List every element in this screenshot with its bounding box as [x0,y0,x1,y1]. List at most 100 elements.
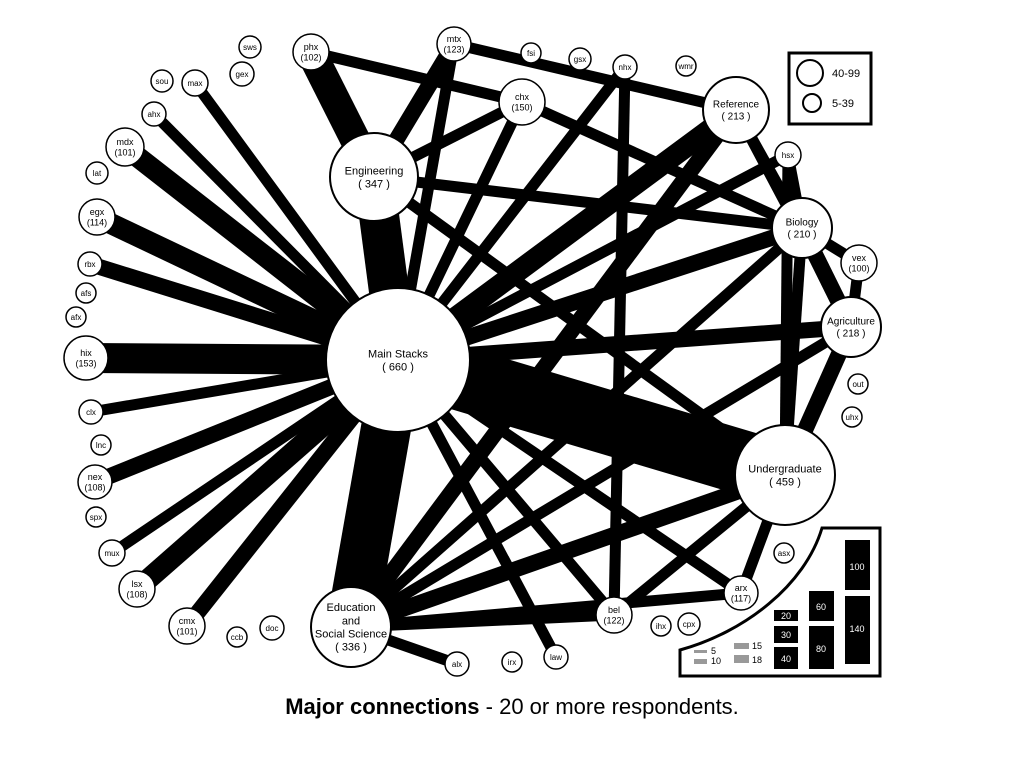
node-afs: afs [75,282,97,304]
node-circle-nhx [612,54,638,80]
node-ahx: ahx [141,101,167,127]
node-circle-chx [498,78,546,126]
node-label-biology-1: ( 210 ) [788,230,817,241]
node-label-spx: spx [90,513,102,522]
node-circle-arx [723,575,759,611]
node-ihx: ihx [650,615,672,637]
node-label-education: Education [327,602,376,614]
node-circle-cmx [168,607,206,645]
node-label-education-3: ( 336 ) [335,642,367,654]
node-label-main-1: ( 660 ) [382,361,414,373]
node-phx: phx(102) [292,33,330,71]
nodes-layer: Main Stacks( 660 ) Engineering( 347 ) Unde… [63,26,882,677]
edge-weight-legend: 5 10 15 18 20 30 40 60 80 100 140 [678,526,882,678]
node-label-fsi: fsi [527,49,535,58]
size-legend-large-circle [796,59,824,87]
node-label-lsx-1: (108) [126,590,147,600]
node-label-arx-1: (117) [731,594,751,604]
node-circle-wmr [675,55,697,77]
node-arx: arx(117) [723,575,759,611]
node-circle-sou [150,69,174,93]
caption-rest: - 20 or more respondents. [479,694,739,719]
node-label-cpx: cpx [683,620,695,629]
node-label-mux: mux [104,549,119,558]
node-circle-mdx [105,127,145,167]
node-label-main: Main Stacks [368,348,428,360]
node-circle-afx [65,306,87,328]
node-law: law [543,644,569,670]
node-circle-engineering [329,132,419,222]
node-circle-nex [77,464,113,500]
edge-engineering-biology [373,171,803,234]
node-egx: egx(114) [78,198,116,236]
size-legend-small-label: 5-39 [832,98,854,110]
node-asx: asx [773,542,795,564]
node-label-education-1: and [342,615,360,627]
node-circle-irx [501,651,523,673]
edge-education-arx [350,587,742,633]
node-label-bel-1: (122) [603,616,624,626]
node-label-gex: gex [236,70,249,79]
node-circle-reference [702,76,770,144]
node-label-lnc: lnc [96,441,106,450]
node-agriculture: Agriculture( 218 ) [820,296,882,358]
node-label-egx: egx [90,207,105,217]
node-circle-vex [840,244,878,282]
node-label-engineering-1: ( 347 ) [358,178,390,190]
node-sou: sou [150,69,174,93]
node-uhx: uhx [841,406,863,428]
node-circle-hsx [774,141,802,169]
node-label-agriculture-1: ( 218 ) [837,329,866,340]
weight-legend-bar-100-label: 100 [849,562,864,572]
node-label-education-2: Social Science [315,629,387,641]
node-circle-biology [771,197,833,259]
edge-undergrad-education [348,467,788,635]
node-label-nex-1: (108) [84,483,105,493]
node-hix: hix(153) [63,335,109,381]
node-label-hsx: hsx [782,151,794,160]
node-undergrad: Undergraduate( 459 ) [734,424,836,526]
node-label-uhx: uhx [846,413,859,422]
node-cpx: cpx [677,612,701,636]
node-circle-phx [292,33,330,71]
node-circle-agriculture [820,296,882,358]
node-engineering: Engineering( 347 ) [329,132,419,222]
node-label-phx-1: (102) [300,53,321,63]
node-circle-ccb [226,626,248,648]
node-circle-egx [78,198,116,236]
node-sws: sws [238,35,262,59]
node-circle-gsx [568,47,592,71]
edge-chx-biology [519,96,805,234]
node-mtx: mtx(123) [436,26,472,62]
size-legend-small-circle [802,93,822,113]
weight-legend-bar-140 [845,596,870,664]
node-circle-education [310,586,392,668]
node-main: Main Stacks( 660 ) [325,287,471,433]
node-circle-hix [63,335,109,381]
node-circle-main [325,287,471,433]
edge-biology-education [347,223,806,632]
weight-legend-bar-60 [809,591,834,621]
node-label-irx: irx [508,658,516,667]
node-vex: vex(100) [840,244,878,282]
node-bel: bel(122) [595,596,633,634]
node-circle-spx [85,506,107,528]
node-label-engineering: Engineering [345,165,404,177]
node-circle-alx [444,651,470,677]
node-circle-lsx [118,570,156,608]
node-mux: mux [98,539,126,567]
weight-legend-bar-80 [809,626,834,669]
node-label-gsx: gsx [574,55,586,64]
weight-legend-thin-18 [734,655,749,663]
weight-legend-bar-40-label: 40 [781,654,791,664]
weight-legend-label-10: 10 [711,656,721,666]
node-circle-fsi [520,42,542,64]
node-label-wmr: wmr [677,62,693,71]
node-label-doc: doc [266,624,279,633]
node-lnc: lnc [90,434,112,456]
node-circle-ihx [650,615,672,637]
weight-legend-bar-80-label: 80 [816,644,826,654]
weight-legend-bar-30-label: 30 [781,630,791,640]
node-circle-gex [229,61,255,87]
node-label-lat: lat [93,169,102,178]
